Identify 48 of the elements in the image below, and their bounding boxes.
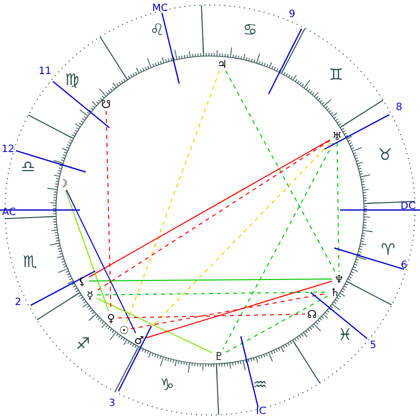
aspect-line bbox=[225, 70, 336, 272]
aspect-line bbox=[145, 142, 331, 334]
zodiac-sign: ♑ bbox=[160, 377, 174, 393]
house-label: 11 bbox=[38, 67, 52, 77]
aspect-line bbox=[146, 280, 332, 338]
aspect-line bbox=[222, 142, 334, 350]
planet-glyph: ♀ bbox=[106, 312, 116, 324]
zodiac-sign: ♎ bbox=[20, 159, 36, 175]
aspect-line bbox=[336, 142, 340, 272]
zodiac-sign: ♌ bbox=[150, 22, 164, 38]
zodiac-sign: ♍ bbox=[64, 72, 80, 88]
planet-glyph: ☊ bbox=[307, 308, 317, 320]
planet-glyph: ☋ bbox=[101, 98, 111, 110]
house-label: 3 bbox=[108, 399, 116, 409]
house-label: 8 bbox=[396, 103, 402, 113]
zodiac-sign: ♓ bbox=[338, 327, 352, 343]
house-label: 5 bbox=[370, 341, 376, 351]
house-label: MC bbox=[152, 4, 168, 14]
planet-glyph: ♇ bbox=[214, 350, 224, 362]
zodiac-sign: ♒ bbox=[252, 377, 268, 393]
planet-glyph: ♆ bbox=[334, 274, 344, 284]
planet-glyph: ⚸ bbox=[78, 276, 86, 286]
aspect-line bbox=[126, 70, 220, 324]
house-label: 6 bbox=[400, 261, 408, 271]
zodiac-sign: ♏ bbox=[22, 254, 38, 270]
aspect-line bbox=[88, 278, 332, 282]
planet-glyph: ☽ bbox=[58, 178, 68, 188]
house-label: 2 bbox=[14, 298, 22, 308]
aspect-line bbox=[66, 190, 136, 334]
aspect-line bbox=[118, 314, 306, 318]
aspect-line bbox=[65, 190, 109, 312]
house-label: 9 bbox=[288, 10, 296, 20]
zodiac-sign: ♋ bbox=[242, 22, 258, 38]
zodiac-sign: ♐ bbox=[76, 336, 90, 352]
planet-glyph: ♂ bbox=[134, 334, 144, 346]
house-label: IC bbox=[256, 407, 266, 417]
planet-glyph: ♃ bbox=[217, 58, 227, 70]
planet-glyph: ☉ bbox=[119, 324, 129, 336]
planet-glyph: ♅ bbox=[332, 130, 342, 142]
aspect-line bbox=[96, 298, 212, 354]
planet-glyph: ☿ bbox=[86, 290, 94, 300]
zodiac-sign: ♊ bbox=[328, 67, 344, 83]
house-label: 12 bbox=[2, 145, 14, 155]
house-label: DC bbox=[400, 202, 416, 212]
zodiac-sign: ♉ bbox=[378, 147, 392, 163]
aspect-line bbox=[226, 295, 328, 353]
planet-glyph: ♄ bbox=[330, 286, 340, 298]
zodiac-sign: ♈ bbox=[380, 242, 396, 258]
